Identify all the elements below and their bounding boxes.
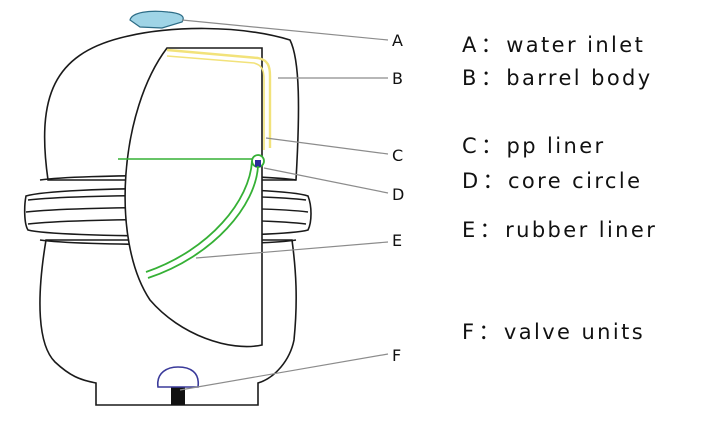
water-inlet-cap [129, 10, 184, 29]
rubber-liner [145, 160, 253, 273]
leader-line-a [181, 19, 389, 41]
legend-separator: ： [480, 33, 505, 57]
leader-line-c [265, 137, 389, 155]
callout-letter-a: A [392, 31, 403, 50]
legend-separator: ： [480, 66, 505, 90]
legend-key-a: A [462, 33, 479, 57]
legend-label-a: water inlet [506, 33, 646, 57]
legend-key-d: D [462, 169, 481, 193]
legend-label-d: core circle [507, 169, 643, 193]
legend-item-b: B：barrel body [462, 62, 653, 92]
callout-letter-e: E [392, 231, 402, 250]
cutaway-section [124, 47, 263, 348]
callout-letter-c: C [392, 146, 403, 165]
rubber-liner-inner [147, 165, 259, 279]
legend-item-f: F：valve units [462, 316, 645, 346]
legend-label-c: pp liner [506, 134, 606, 158]
valve-stem [171, 385, 185, 405]
legend-separator: ： [478, 320, 502, 344]
legend-item-d: D：core circle [462, 165, 642, 195]
valve-cap [157, 366, 200, 388]
legend-separator: ： [479, 218, 504, 242]
leader-line-e [195, 241, 389, 259]
core-circle-clip [255, 160, 261, 167]
legend-label-e: rubber liner [505, 218, 658, 242]
legend-key-e: E [462, 218, 478, 242]
pp-liner [166, 48, 272, 148]
callout-letter-f: F [392, 346, 401, 365]
leader-line-f [179, 353, 389, 391]
legend-item-c: C：pp liner [462, 130, 606, 160]
pp-liner-inner [166, 55, 265, 150]
legend-key-b: B [462, 66, 479, 90]
legend: A：water inlet B：barrel body C：pp liner D… [462, 0, 712, 418]
callout-letter-b: B [392, 69, 403, 88]
legend-key-f: F [462, 320, 477, 344]
legend-label-b: barrel body [506, 66, 653, 90]
leader-line-d [263, 167, 389, 194]
legend-label-f: valve units [503, 320, 646, 344]
legend-separator: ： [481, 134, 505, 158]
legend-separator: ： [482, 169, 506, 193]
callout-letter-d: D [392, 185, 404, 204]
legend-item-e: E：rubber liner [462, 214, 657, 244]
legend-item-a: A：water inlet [462, 29, 645, 59]
legend-key-c: C [462, 134, 480, 158]
